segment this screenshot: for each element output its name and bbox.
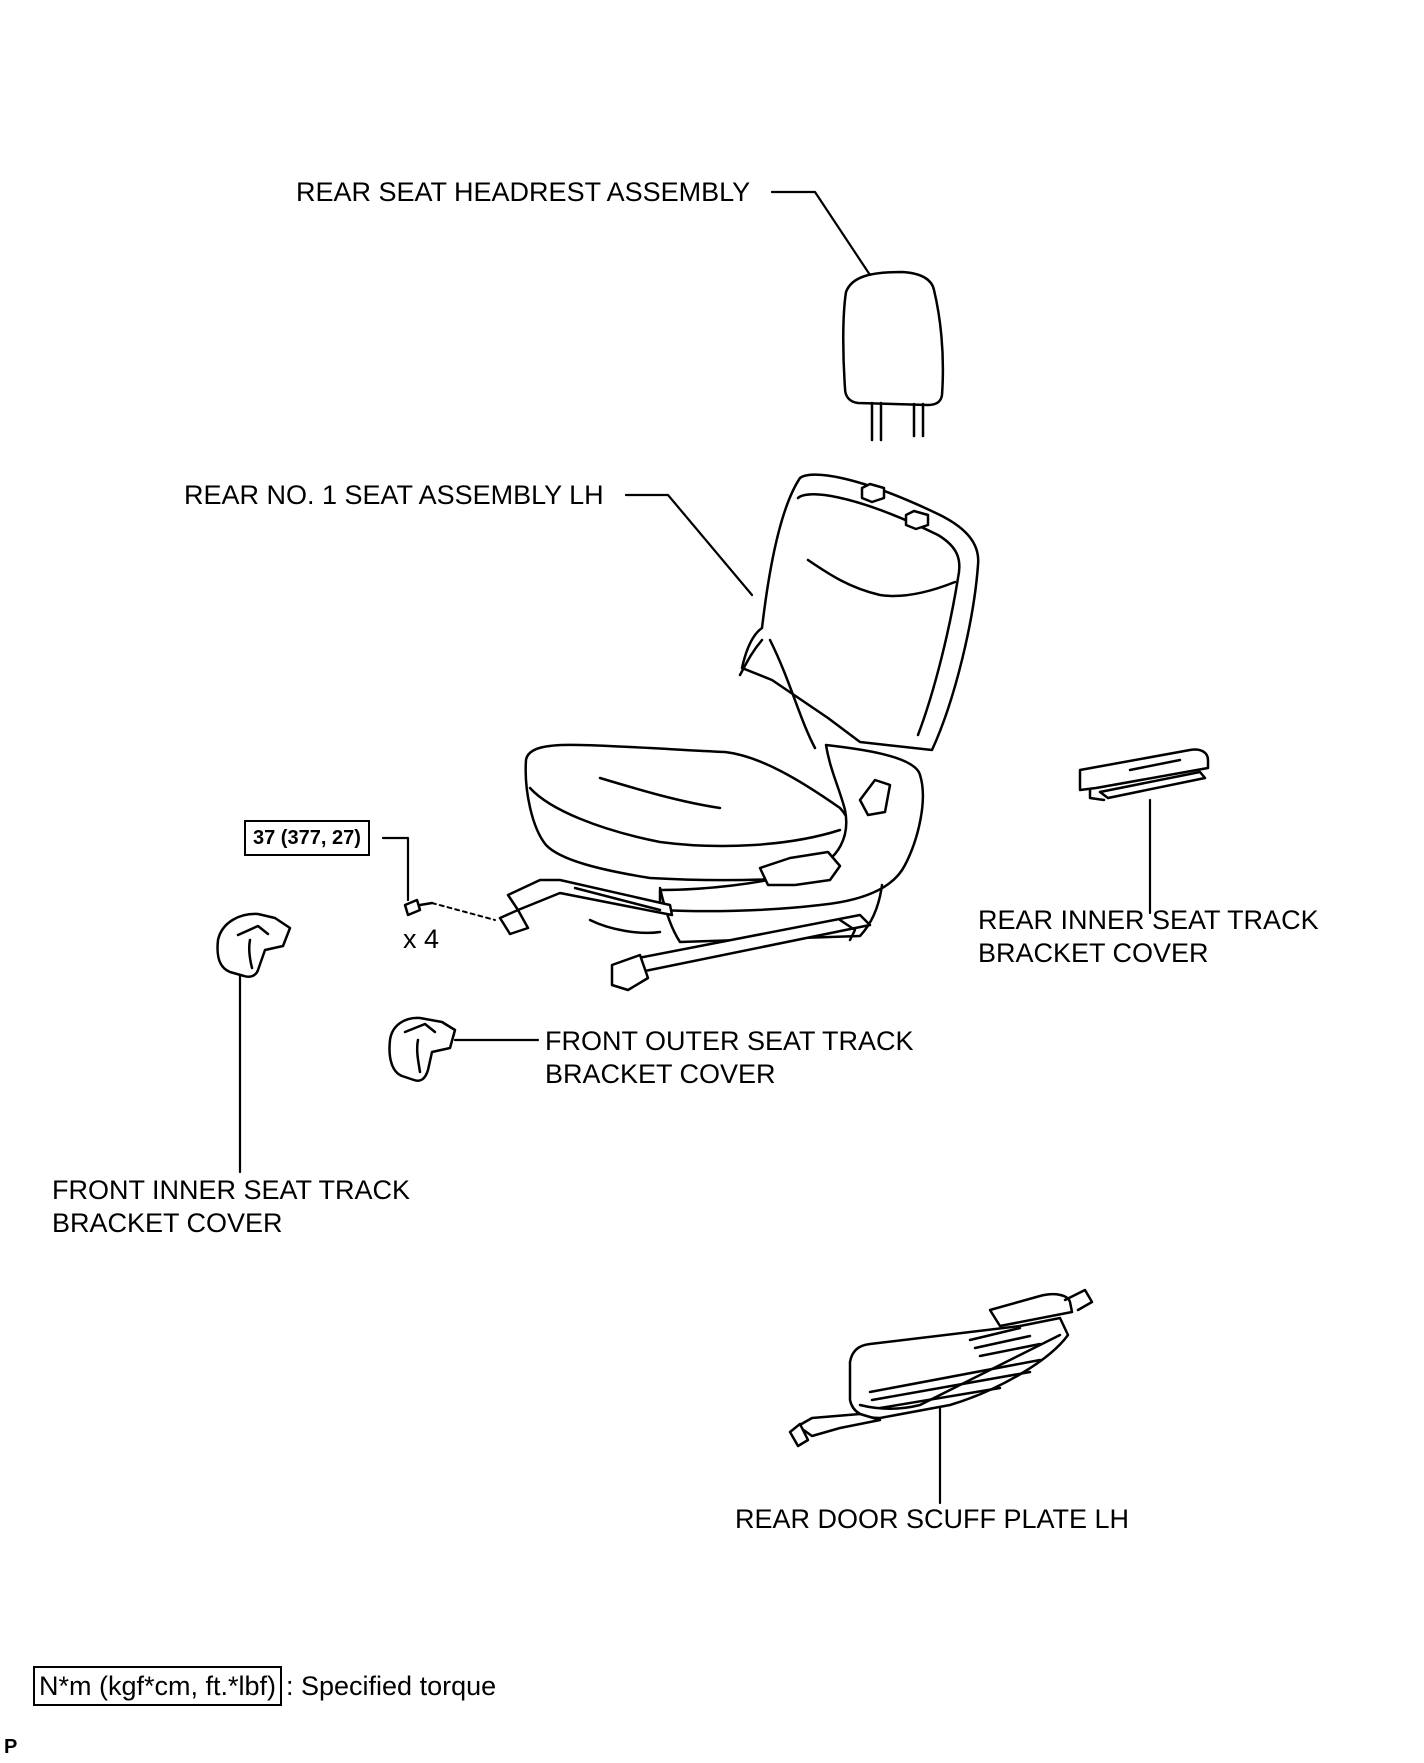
seat-cushion-drawing (524, 743, 925, 944)
legend-unit-box: N*m (kgf*cm, ft.*lbf) (33, 1666, 283, 1706)
label-seat-assembly: REAR NO. 1 SEAT ASSEMBLY LH (184, 480, 604, 510)
label-front-outer-cover-line1: FRONT OUTER SEAT TRACK (545, 1026, 914, 1056)
rear-inner-cover-drawing (1078, 748, 1210, 802)
label-headrest: REAR SEAT HEADREST ASSEMBLY (296, 177, 751, 207)
seat-track-drawing (498, 878, 872, 992)
label-rear-inner-cover-line1: REAR INNER SEAT TRACK (978, 905, 1319, 935)
label-front-outer-cover-line2: BRACKET COVER (545, 1059, 776, 1089)
corner-mark: P (4, 1736, 18, 1758)
label-scuff-plate: REAR DOOR SCUFF PLATE LH (735, 1504, 1130, 1534)
front-outer-cover-drawing (388, 1016, 457, 1082)
legend-description: : Specified torque (286, 1671, 497, 1701)
label-front-inner-cover-line2: BRACKET COVER (52, 1208, 283, 1238)
bolt-quantity: x 4 (403, 924, 440, 954)
leader-torque (381, 836, 410, 902)
leader-headrest (770, 190, 872, 277)
label-front-inner-cover-line1: FRONT INNER SEAT TRACK (52, 1175, 411, 1205)
leader-seat-assembly (624, 493, 754, 597)
headrest-drawing (842, 270, 945, 442)
leader-lines (238, 190, 1152, 1505)
bolt-drawing (403, 898, 496, 921)
front-inner-cover-drawing (216, 912, 292, 978)
torque-spec-box: 37 (377, 27) (244, 820, 370, 856)
label-rear-inner-cover-line2: BRACKET COVER (978, 938, 1209, 968)
seat-back-drawing (738, 473, 980, 752)
scuff-plate-drawing (788, 1288, 1094, 1448)
